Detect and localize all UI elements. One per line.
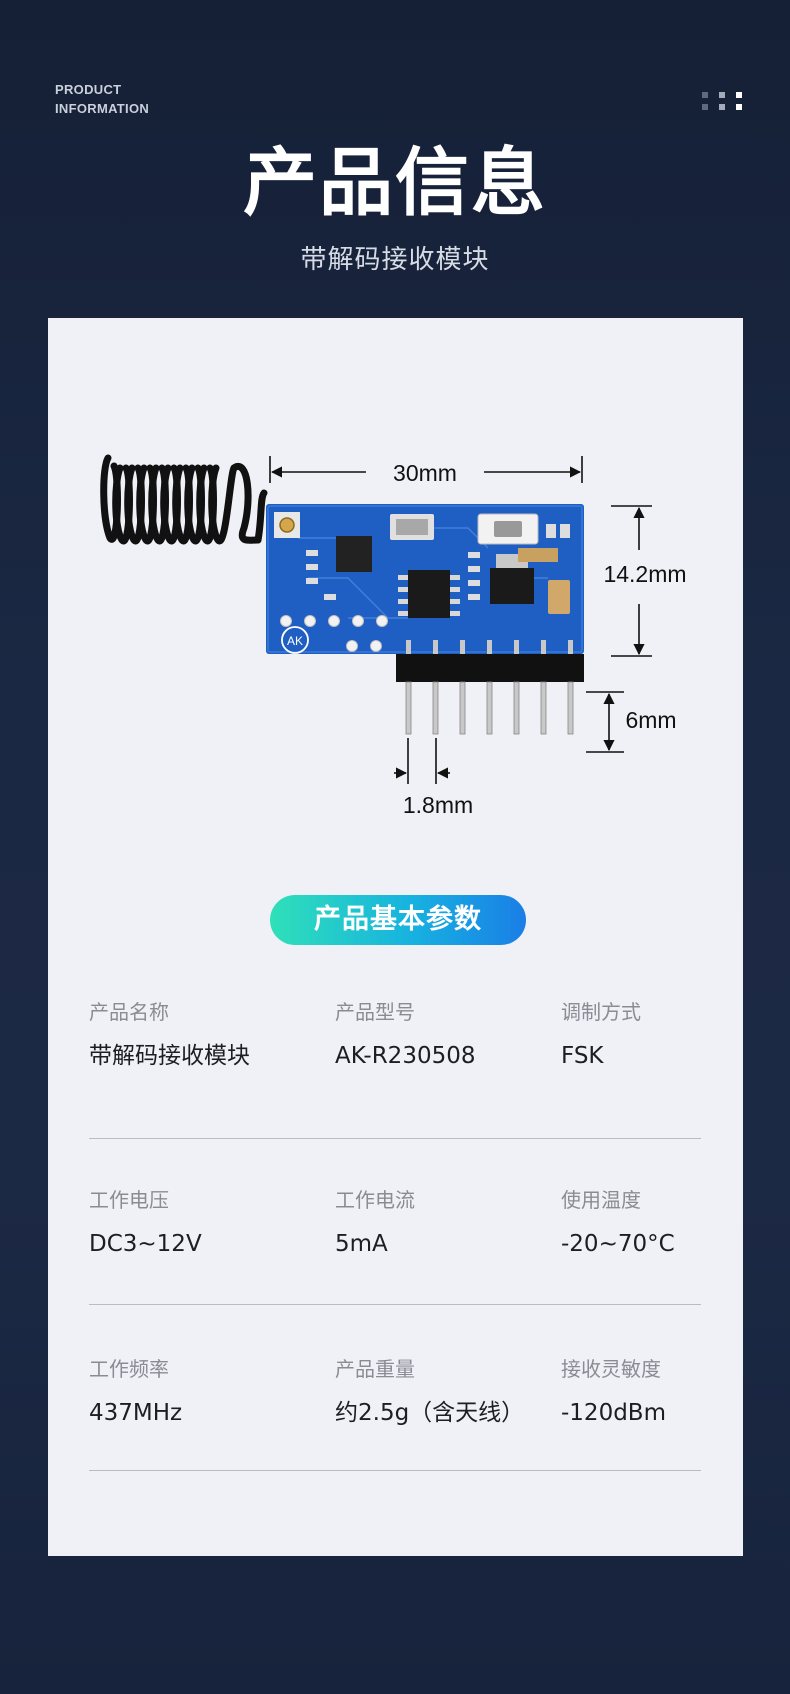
- param-row: 工作频率 437MHz 产品重量 约2.5g（含天线） 接收灵敏度 -120dB…: [89, 1305, 701, 1471]
- param-cell: 产品重量 约2.5g（含天线）: [335, 1355, 524, 1429]
- param-cell: 调制方式 FSK: [561, 998, 641, 1072]
- dimension-height-label: 14.2mm: [603, 561, 686, 587]
- param-value: AK-R230508: [335, 1043, 476, 1069]
- param-label: 工作频率: [89, 1357, 169, 1381]
- section-title-badge: 产品基本参数: [270, 895, 526, 945]
- param-label: 调制方式: [561, 1000, 641, 1024]
- param-cell: 接收灵敏度 -120dBm: [561, 1355, 666, 1429]
- param-label: 工作电压: [89, 1188, 169, 1212]
- dimension-pin-length-label: 6mm: [625, 707, 676, 733]
- param-label: 使用温度: [561, 1188, 641, 1212]
- board-mark-label: AK: [287, 634, 303, 648]
- dimension-width-label: 30mm: [393, 460, 457, 486]
- param-value: -120dBm: [561, 1400, 666, 1426]
- param-cell: 工作频率 437MHz: [89, 1355, 182, 1429]
- product-card: AK 30mm: [48, 318, 743, 1556]
- page-title: 产品信息: [243, 140, 547, 226]
- param-row: 工作电压 DC3~12V 工作电流 5mA 使用温度 -20~70°C: [89, 1139, 701, 1305]
- decorative-dots-icon: [702, 92, 744, 112]
- antenna-coil: [100, 454, 268, 545]
- param-label: 产品重量: [335, 1357, 415, 1381]
- param-label: 接收灵敏度: [561, 1357, 661, 1381]
- param-cell: 工作电流 5mA: [335, 1186, 415, 1260]
- param-cell: 工作电压 DC3~12V: [89, 1186, 202, 1260]
- param-value: 带解码接收模块: [89, 1043, 250, 1069]
- section-eyebrow: PRODUCT INFORMATION: [55, 80, 149, 118]
- eyebrow-line-2: INFORMATION: [55, 101, 150, 116]
- header-pins: [405, 640, 574, 735]
- eyebrow-line-1: PRODUCT: [55, 82, 122, 97]
- param-value: DC3~12V: [89, 1231, 202, 1257]
- param-value: FSK: [561, 1043, 604, 1069]
- param-cell: 产品型号 AK-R230508: [335, 998, 475, 1072]
- param-value: 437MHz: [89, 1400, 183, 1426]
- param-value: 5mA: [335, 1231, 388, 1257]
- param-value: -20~70°C: [561, 1231, 675, 1257]
- param-label: 产品名称: [89, 1000, 169, 1024]
- param-value: 约2.5g（含天线）: [335, 1400, 525, 1426]
- page-subtitle: 带解码接收模块: [300, 245, 490, 275]
- param-label: 产品型号: [335, 1000, 415, 1024]
- parameter-table: 产品名称 带解码接收模块 产品型号 AK-R230508 调制方式 FSK 工作…: [89, 998, 701, 1471]
- param-row: 产品名称 带解码接收模块 产品型号 AK-R230508 调制方式 FSK: [89, 998, 701, 1139]
- param-cell: 使用温度 -20~70°C: [561, 1186, 675, 1260]
- param-cell: 产品名称 带解码接收模块: [89, 998, 250, 1072]
- dimension-pitch-label: 1.8mm: [403, 792, 473, 818]
- param-label: 工作电流: [335, 1188, 415, 1212]
- product-dimension-diagram: AK 30mm: [100, 454, 687, 818]
